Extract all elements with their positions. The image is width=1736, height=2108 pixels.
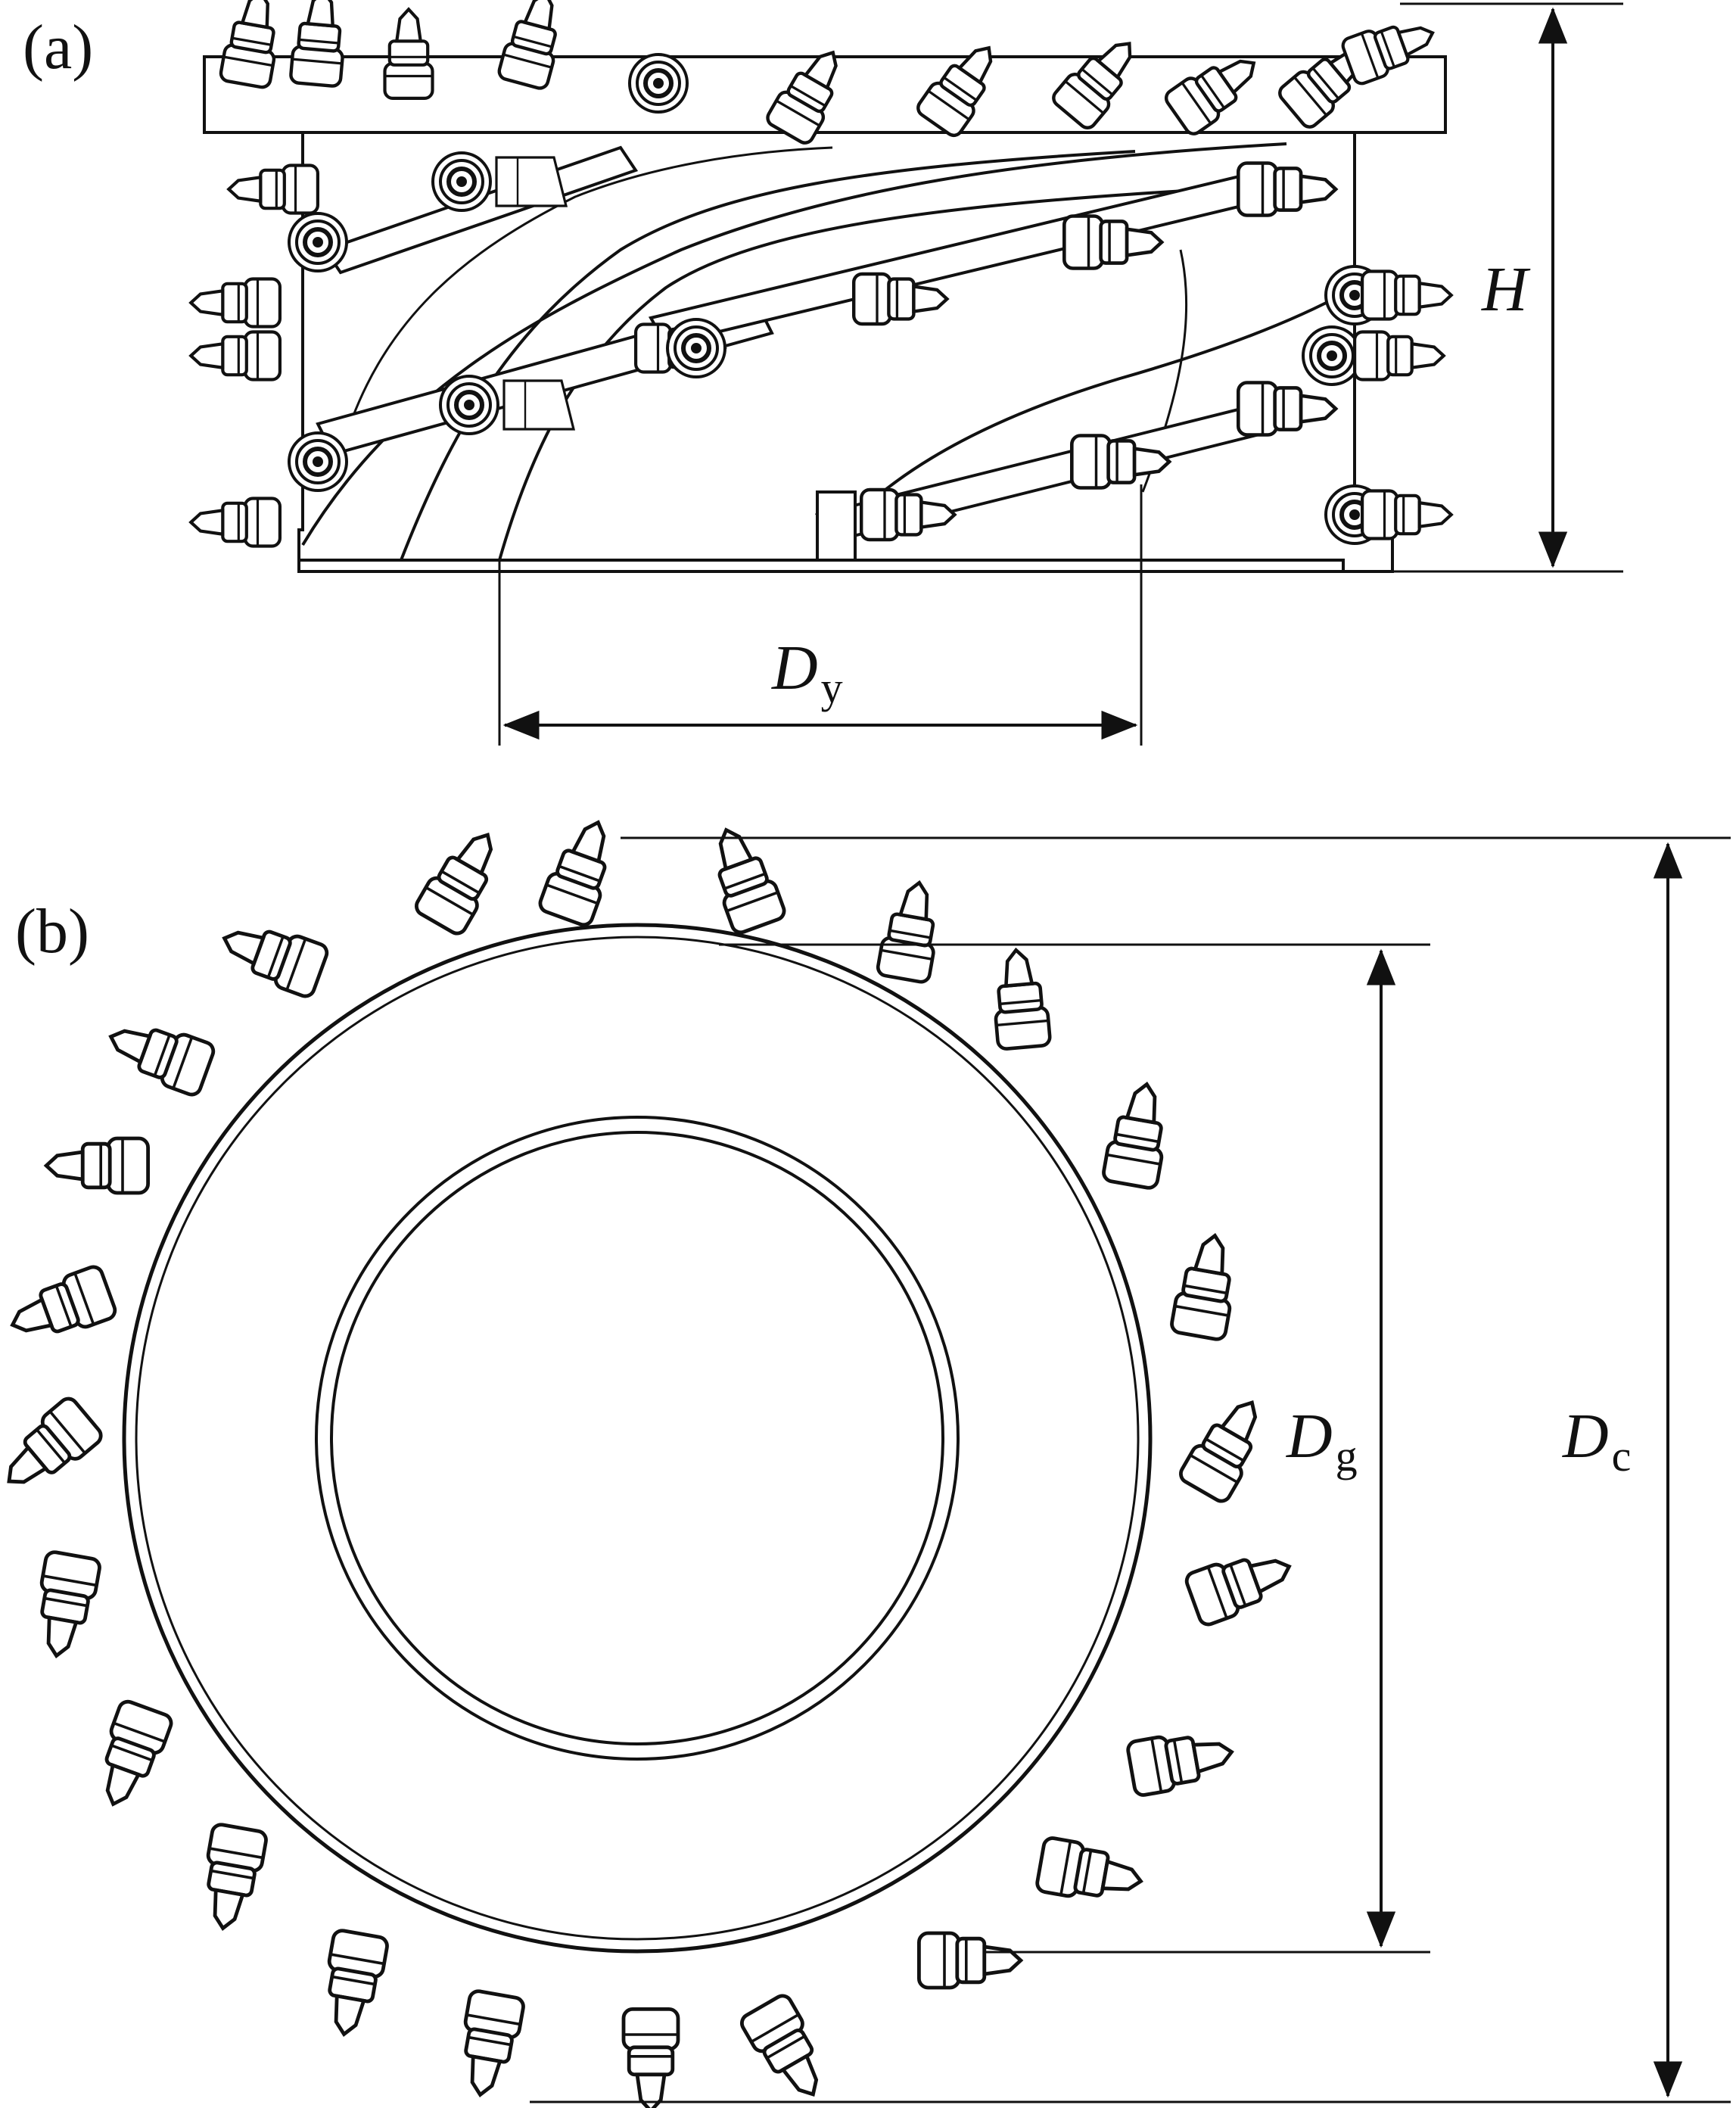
dimension-Dg: Dg bbox=[719, 943, 1430, 1954]
panel-b-label: (b) bbox=[15, 896, 89, 967]
dimension-Dy: Dy bbox=[498, 484, 1143, 746]
dimension-Dc-label: Dc bbox=[1562, 1401, 1631, 1481]
drum-rings-end bbox=[122, 923, 1153, 1954]
dimension-Dg-label: Dg bbox=[1286, 1401, 1358, 1481]
dimension-Dc: Dc bbox=[530, 836, 1731, 2103]
dimension-H: H bbox=[1343, 2, 1623, 573]
dimension-Dy-label: Dy bbox=[771, 633, 843, 712]
dimension-H-label: H bbox=[1481, 254, 1531, 325]
drum-body-side bbox=[203, 55, 1447, 573]
panel-b-end-view: (b) bbox=[0, 813, 1731, 2108]
panel-a-side-view: (a) bbox=[23, 0, 1623, 746]
panel-a-label: (a) bbox=[23, 12, 93, 83]
